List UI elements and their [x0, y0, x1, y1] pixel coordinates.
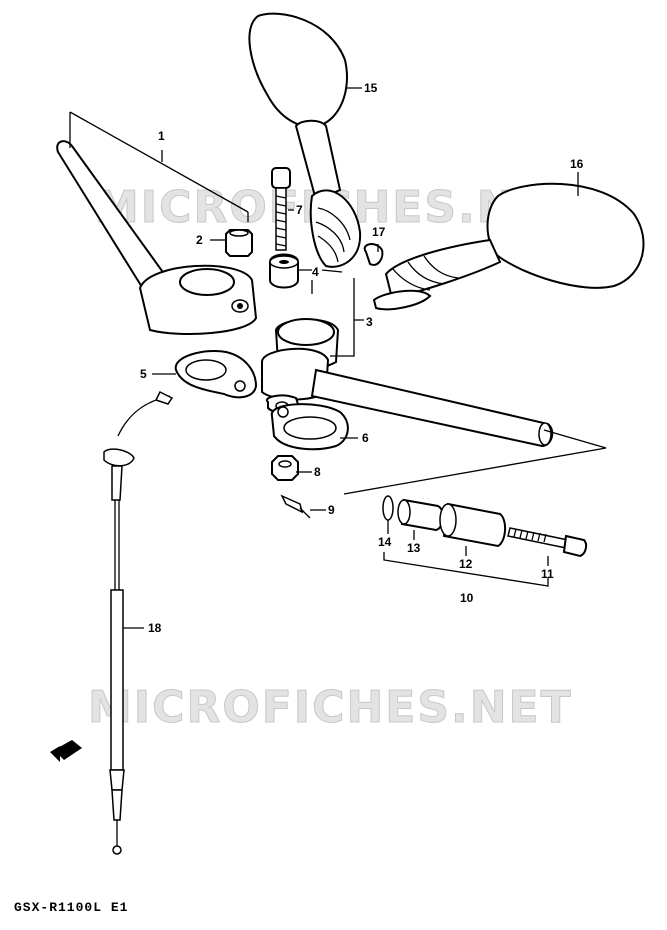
- label-part-15: 15: [364, 81, 378, 95]
- screw-part-9: [280, 494, 311, 519]
- label-part-13: 13: [407, 541, 421, 555]
- watermark-bottom: MICROFICHES.NET: [88, 682, 573, 733]
- label-part-5: 5: [140, 367, 147, 381]
- left-handlebar: [56, 140, 258, 335]
- bar-end-weight-part-12: [439, 502, 506, 548]
- spacer-part-13: [397, 498, 444, 532]
- right-handlebar: [261, 318, 554, 448]
- assembly-leader-lines: [343, 429, 607, 495]
- throttle-cable: [103, 390, 174, 855]
- label-part-7: 7: [296, 203, 303, 217]
- label-part-12: 12: [459, 557, 473, 571]
- label-part-16: 16: [570, 157, 584, 171]
- clip-part-17: [363, 243, 384, 266]
- nut-part-8: [271, 455, 299, 481]
- label-part-14: 14: [378, 535, 392, 549]
- gasket-part-6: [270, 403, 349, 451]
- nut-part-2: [225, 229, 253, 257]
- model-code: GSX-R1100L E1: [14, 900, 129, 915]
- label-part-9: 9: [328, 503, 335, 517]
- bar-end-bolt-part-11: [507, 527, 588, 558]
- spacer-part-4: [269, 253, 299, 289]
- label-part-17: 17: [372, 225, 386, 239]
- part-labels: 1 2 3 4 5 6 7 8 9 10 11 12 13 14 15 16 1…: [140, 81, 584, 635]
- label-part-18: 18: [148, 621, 162, 635]
- left-mirror: [248, 12, 362, 268]
- label-part-10: 10: [460, 591, 474, 605]
- label-part-2: 2: [196, 233, 203, 247]
- label-part-8: 8: [314, 465, 321, 479]
- gasket-part-5: [174, 350, 258, 399]
- label-part-4: 4: [312, 265, 319, 279]
- label-part-3: 3: [366, 315, 373, 329]
- callout-lines: [69, 87, 579, 629]
- washer-part-14: [382, 495, 394, 521]
- label-part-6: 6: [362, 431, 369, 445]
- bolt-part-7: [271, 167, 291, 251]
- front-direction-arrow-icon: [50, 740, 82, 762]
- label-part-1: 1: [158, 129, 165, 143]
- label-part-11: 11: [541, 567, 554, 581]
